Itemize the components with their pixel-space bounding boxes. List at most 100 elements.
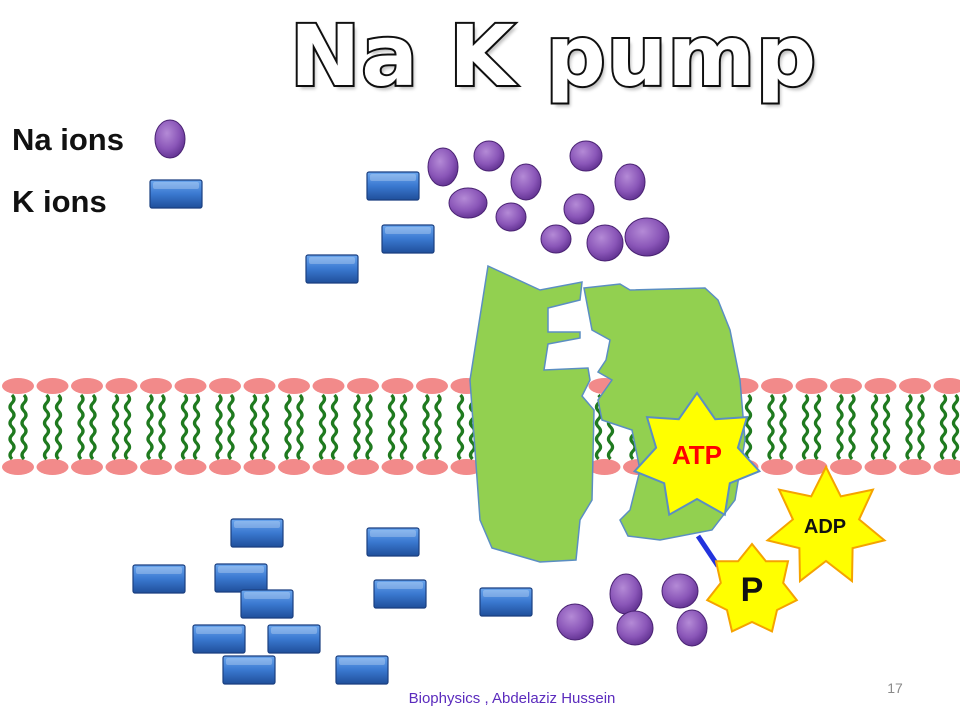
lipid-head-bottom <box>36 459 69 475</box>
na-ion-outside <box>495 202 527 232</box>
lipid-tail <box>399 393 408 461</box>
lipid-head-bottom <box>933 459 960 475</box>
na-ion-outside <box>563 193 595 225</box>
lipid-tail <box>387 393 396 461</box>
lipid-tail <box>882 393 891 461</box>
lipid-tail <box>767 393 775 461</box>
lipid-head-top <box>105 378 138 394</box>
k-ion-highlight <box>226 658 272 665</box>
na-ion-outside <box>586 224 624 262</box>
lipid-tail <box>813 393 822 461</box>
lipid-head-bottom <box>105 459 138 475</box>
legend-k-label: K ions <box>12 184 107 219</box>
k-ion-outside <box>381 224 435 254</box>
lipid-head-top <box>2 378 34 394</box>
lipid-tail <box>744 393 753 461</box>
lipid-tail <box>215 393 223 461</box>
k-ion-highlight <box>377 582 423 589</box>
k-ion-inside <box>373 579 427 609</box>
phosphate-star: P <box>705 542 799 633</box>
lipid-head-bottom <box>899 459 931 475</box>
lipid-tail <box>422 393 430 461</box>
lipid-head-bottom <box>450 459 483 475</box>
lipid-head-top <box>347 378 379 394</box>
lipid-head-top <box>864 378 897 394</box>
lipid-head-top <box>140 378 172 394</box>
lipid-head-top <box>381 378 414 394</box>
na-ion-inside <box>676 609 708 647</box>
k-ion-highlight <box>370 530 416 537</box>
phosphate-bond <box>695 534 721 568</box>
na-ion-outside <box>427 147 459 187</box>
legend-na-label: Na ions <box>12 122 124 157</box>
k-ion-highlight <box>234 521 280 528</box>
lipid-head-top <box>830 378 862 394</box>
lipid-tail <box>192 393 201 461</box>
lipid-head-top <box>899 378 931 394</box>
lipid-tail <box>284 393 292 461</box>
lipid-tail <box>89 393 97 461</box>
lipid-head-top <box>71 378 103 394</box>
lipid-head-bottom <box>416 459 448 475</box>
lipid-head-bottom <box>761 459 793 475</box>
lipid-tail <box>905 393 913 461</box>
lipid-tail <box>158 393 166 461</box>
k-ion-inside <box>240 589 294 619</box>
lipid-tail <box>111 393 120 461</box>
na-ion-outside <box>473 140 505 172</box>
lipid-tail <box>330 393 339 461</box>
lipid-tail <box>249 393 258 461</box>
k-ion-inside <box>335 655 389 685</box>
lipid-tail <box>353 393 361 461</box>
k-ion-highlight <box>370 174 416 181</box>
lipid-head-top <box>795 378 828 394</box>
lipid-tail <box>456 393 465 461</box>
lipid-tail <box>594 393 603 461</box>
k-ion-inside <box>366 527 420 557</box>
lipid-head-top <box>416 378 448 394</box>
lipid-head-bottom <box>71 459 103 475</box>
lipid-head-bottom <box>2 459 34 475</box>
lipid-head-top <box>209 378 241 394</box>
na-ion-inside <box>556 603 594 641</box>
lipid-tail <box>296 393 304 461</box>
k-ion-inside <box>132 564 186 594</box>
lipid-head-top <box>933 378 960 394</box>
atp-star: ATP <box>632 391 762 517</box>
lipid-tail <box>870 393 879 461</box>
na-ion-inside <box>616 610 654 646</box>
lipid-head-bottom <box>243 459 276 475</box>
na-ion-outside <box>569 140 603 172</box>
lipid-tail <box>836 393 844 461</box>
na-ion-outside <box>540 224 572 254</box>
lipid-head-bottom <box>312 459 345 475</box>
slide-number: 17 <box>887 680 903 696</box>
na-ion-outside <box>614 163 646 201</box>
lipid-tail <box>917 393 925 461</box>
lipid-head-bottom <box>174 459 207 475</box>
legend-na-icon <box>154 119 186 159</box>
lipid-tail <box>20 393 28 461</box>
k-ion-highlight <box>339 658 385 665</box>
lipid-head-top <box>36 378 69 394</box>
lipid-tail <box>180 393 189 461</box>
lipid-tail <box>318 393 327 461</box>
lipid-tail <box>8 393 16 461</box>
lipid-head-top <box>312 378 345 394</box>
na-ion-inside <box>661 573 699 609</box>
lipid-head-top <box>174 378 207 394</box>
lipid-tail <box>939 393 948 461</box>
legend-k-icon <box>149 179 203 209</box>
k-ion-inside <box>222 655 276 685</box>
na-ion-inside <box>609 573 643 615</box>
lipid-head-bottom <box>381 459 414 475</box>
k-ion-highlight <box>385 227 431 234</box>
lipid-tail <box>146 393 154 461</box>
lipid-tail <box>801 393 810 461</box>
phosphate-label: P <box>741 571 764 609</box>
atp-label: ATP <box>672 440 722 470</box>
lipid-head-bottom <box>209 459 241 475</box>
k-ion-inside <box>267 624 321 654</box>
